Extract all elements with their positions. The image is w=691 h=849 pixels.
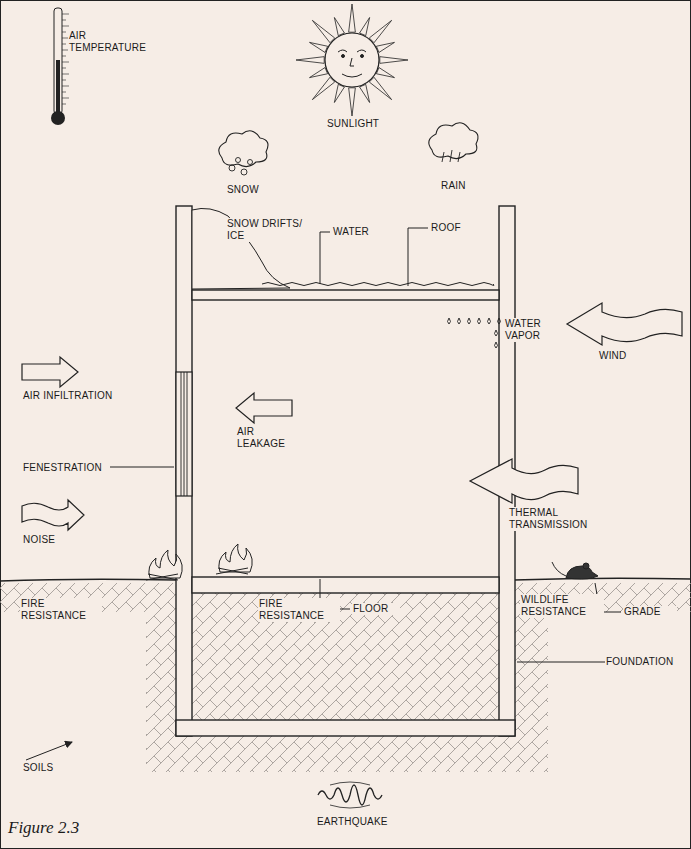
sun-ray <box>380 57 408 64</box>
sun-ray <box>312 20 334 42</box>
label-text: SNOW DRIFTS/ ICE <box>226 218 308 242</box>
thermometer-tick <box>62 20 66 21</box>
thermometer-tick <box>62 92 66 93</box>
sun-ray <box>334 18 344 36</box>
label-text: SOILS <box>22 762 70 774</box>
thermometer-tick <box>62 32 66 33</box>
label-text: NOISE <box>22 534 74 546</box>
label-text: WATER <box>332 226 384 238</box>
sun-ray <box>369 20 391 42</box>
label-text: WILDLIFE RESISTANCE <box>520 594 604 618</box>
thermometer-tick <box>62 80 66 81</box>
label-text: FENESTRATION <box>22 462 110 474</box>
label-text: ROOF <box>430 222 472 234</box>
thermometer-tick <box>62 62 69 63</box>
label-text: FIRE RESISTANCE <box>20 598 102 622</box>
thermometer-tick <box>62 98 69 99</box>
sun-ray <box>360 84 370 102</box>
sun-ray <box>349 88 356 116</box>
sun-ray <box>360 18 370 36</box>
label-text: WATER VAPOR <box>504 318 554 342</box>
sun-ray <box>310 42 328 52</box>
label-text: RAIN <box>440 180 482 192</box>
label-text: SUNLIGHT <box>326 118 398 130</box>
sun-ray <box>312 77 334 99</box>
sun-ray <box>376 68 394 78</box>
figure-caption: Figure 2.3 <box>6 818 81 838</box>
thermometer-tick <box>62 68 66 69</box>
thermometer-tick <box>62 14 69 15</box>
sun-ray <box>310 68 328 78</box>
thermometer-tick <box>62 44 66 45</box>
label-text: WIND <box>598 350 650 362</box>
thermometer-tick <box>62 56 66 57</box>
label-text: FLOOR <box>352 603 400 615</box>
label-text: GRADE <box>623 606 677 618</box>
label-text: THERMAL TRANSMISSION <box>508 507 606 531</box>
label-text: AIR LEAKAGE <box>236 426 298 450</box>
label-text: EARTHQUAKE <box>316 816 404 828</box>
sun-ray <box>349 4 356 32</box>
sun-ray <box>369 77 391 99</box>
label-text: AIR TEMPERATURE <box>68 30 165 54</box>
label-text: SNOW <box>226 184 278 196</box>
sun-ray <box>376 42 394 52</box>
thermometer-tick <box>62 86 69 87</box>
label-text: FOUNDATION <box>605 656 687 668</box>
label-text: AIR INFILTRATION <box>22 390 114 402</box>
thermometer-tick <box>62 26 69 27</box>
sun-ray <box>334 84 344 102</box>
sun-ray <box>296 57 324 64</box>
label-text: FIRE RESISTANCE <box>258 598 340 622</box>
thermometer-tick <box>62 104 66 105</box>
thermometer-tick <box>62 74 69 75</box>
